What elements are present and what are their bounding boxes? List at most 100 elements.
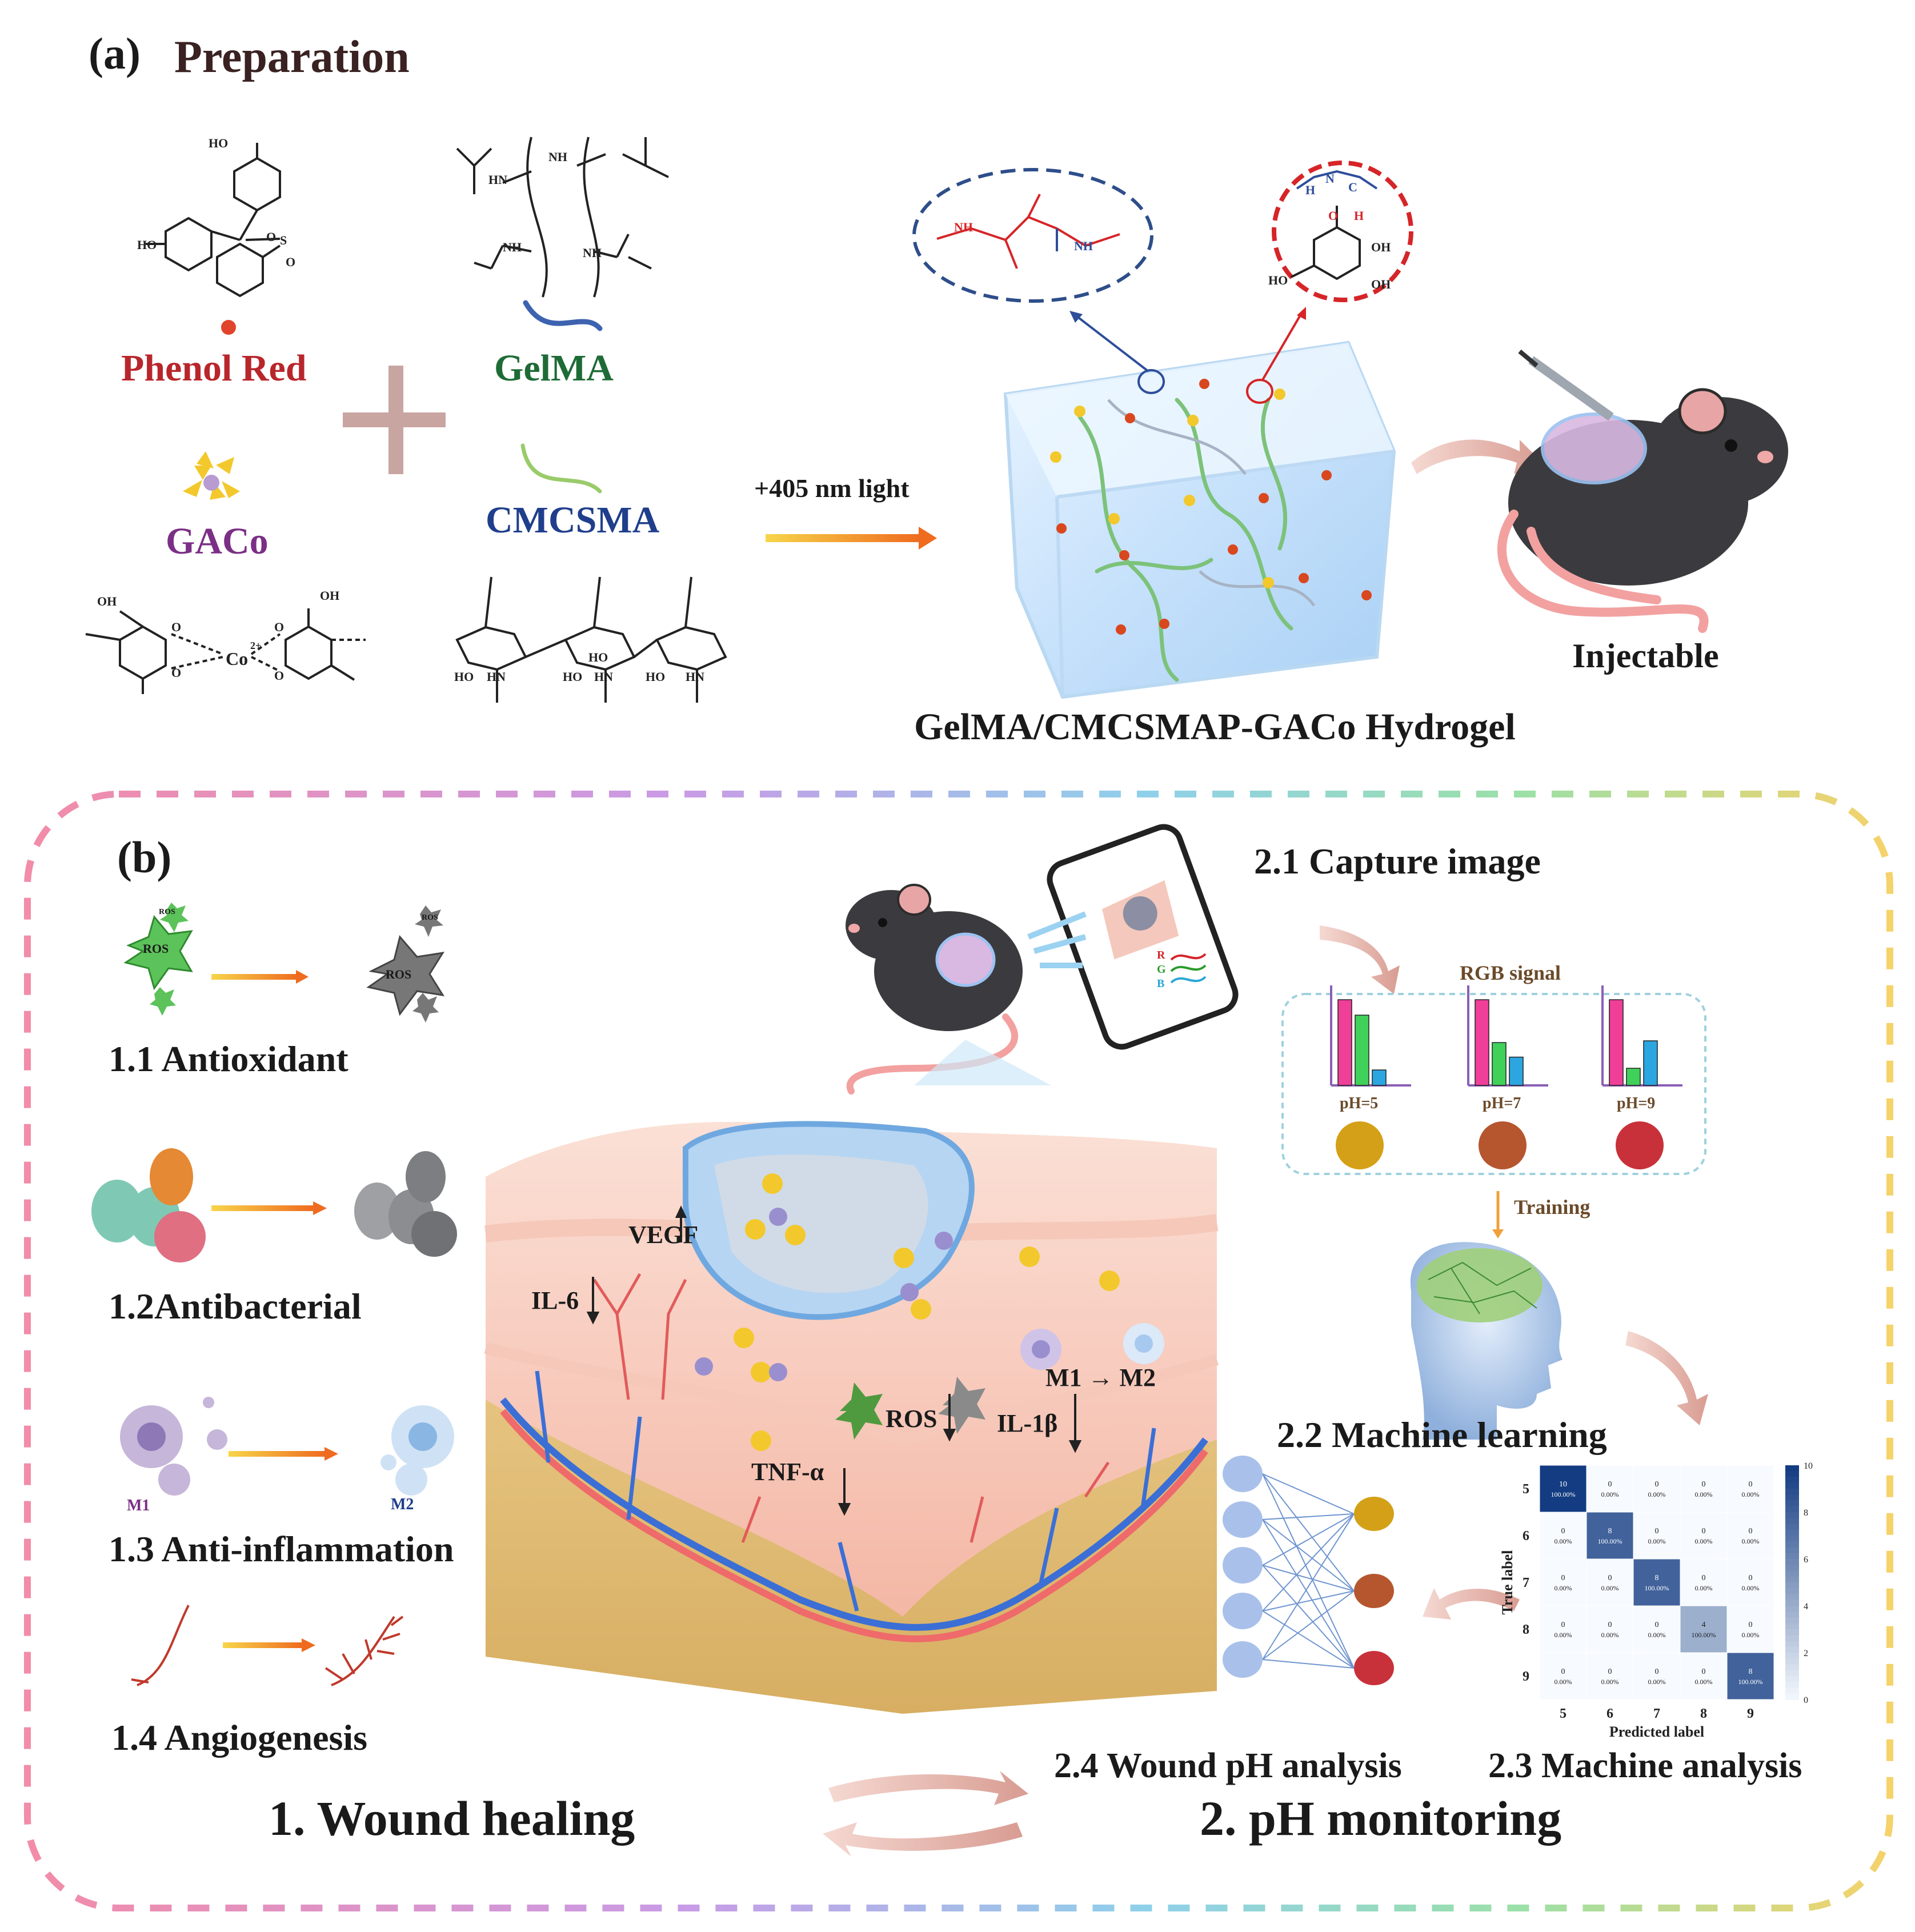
cm-percent: 0.00% [1648,1631,1666,1639]
nn-output-node [1354,1574,1394,1608]
cm-count: 4 [1702,1621,1706,1629]
phone-r: R [1157,949,1165,961]
ph-color-circle [1616,1121,1664,1169]
light-arrow [766,527,937,550]
cm-cell [1633,1605,1681,1653]
ph-color-circle [1336,1121,1384,1169]
cm-count: 0 [1561,1621,1565,1629]
cm-colorbar-segment [1785,1653,1799,1660]
il1b-label: IL-1β [997,1409,1058,1437]
cm-count: 0 [1702,1527,1706,1536]
panel-b-label: (b) [117,832,172,882]
cm-colorbar-segment [1785,1477,1799,1484]
cm-count: 0 [1561,1574,1565,1582]
cm-count: 0 [1608,1574,1612,1582]
cm-colorbar-segment [1785,1529,1799,1536]
rgb-bar-b [1372,1069,1387,1086]
cm-count: 0 [1561,1668,1565,1676]
cm-percent: 0.00% [1695,1490,1713,1498]
cm-cell [1633,1465,1681,1513]
cm-cell [1586,1652,1634,1700]
ph9-label: pH=9 [1617,1095,1656,1112]
cm-cell [1726,1652,1774,1700]
cm-colorbar-segment [1785,1606,1799,1613]
cm-colorbar-segment [1785,1682,1799,1689]
cm-percent: 100.00% [1645,1584,1669,1592]
cm-percent: 0.00% [1742,1490,1760,1498]
chem-label: HN [686,670,704,684]
cm-count: 8 [1749,1668,1753,1676]
cm-colorbar-segment [1785,1494,1799,1501]
cmcsma-label: CMCSMA [486,499,660,541]
cm-xtick: 6 [1606,1706,1613,1721]
nn-edge [1262,1513,1355,1660]
training-label: Training [1514,1196,1591,1218]
cm-count: 0 [1655,1668,1659,1676]
cm-colorbar-segment [1785,1582,1799,1589]
chem-label: NH [954,220,973,234]
cm-colorbar-segment [1785,1506,1799,1513]
nn-output-node [1354,1497,1394,1531]
cm-cell [1680,1465,1728,1513]
ros-text-grey: ROS [386,967,412,981]
cm-percent: 0.00% [1555,1631,1572,1639]
chem-label: HO [588,650,608,664]
cm-count: 0 [1749,1574,1753,1582]
chem-label: NH [583,246,602,260]
tnfa-label: TNF-α [751,1458,824,1486]
cm-cell [1680,1605,1728,1653]
il6-label: IL-6 [531,1286,579,1314]
nn-input-node [1223,1593,1263,1629]
chem-label: HO [646,670,666,684]
rgb-bar-g [1626,1068,1641,1086]
nn-edge [1262,1513,1355,1520]
machine-learning-label: 2.2 Machine learning [1277,1414,1607,1455]
cm-colorbar-segment [1785,1518,1799,1525]
cm-count: 0 [1608,1480,1612,1489]
cm-colorbar-segment [1785,1576,1799,1583]
cm-count: 0 [1608,1668,1612,1676]
rgb-bar-charts [1330,985,1682,1087]
cm-colorbar-segment [1785,1547,1799,1554]
cm-count: 0 [1608,1621,1612,1629]
chem-label: HO [1268,273,1288,287]
cm-xtick: 7 [1653,1706,1660,1721]
cm-percent: 100.00% [1738,1678,1763,1686]
plus-sign [343,366,446,474]
light-label: +405 nm light [754,474,910,503]
wound-healing-label: 1. Wound healing [269,1791,635,1846]
rgb-signal-box [1281,993,1706,1175]
chem-label: H [1305,183,1316,197]
cm-cell [1726,1465,1774,1513]
nn-edge [1262,1473,1355,1669]
chem-label: HN [488,173,507,187]
cm-colorbar-segment [1785,1629,1799,1636]
cm-colorbar-tick: 6 [1804,1555,1808,1565]
antibacterial-icons [91,1148,457,1262]
cm-colorbar-segment [1785,1658,1799,1665]
m1m2-label: M1 → M2 [1045,1364,1156,1392]
gelma-label: GelMA [494,347,614,389]
cm-colorbar-segment [1785,1536,1799,1542]
confusion-matrix: 10100.00%00.00%00.00%00.00%00.00%00.00%8… [1499,1461,1813,1740]
cm-percent: 0.00% [1601,1631,1619,1639]
cm-colorbar-segment [1785,1670,1799,1677]
cm-count: 0 [1702,1480,1706,1489]
chem-label: HN [487,670,506,684]
cm-colorbar-segment [1785,1553,1799,1560]
cm-colorbar-segment [1785,1612,1799,1618]
cm-count: 0 [1749,1480,1753,1489]
nn-input-node [1223,1641,1263,1678]
cm-cell [1539,1512,1587,1560]
cm-percent: 0.00% [1695,1537,1713,1545]
chem-label: O [1328,209,1339,223]
neural-network [1223,1456,1394,1685]
injectable-label: Injectable [1572,637,1719,675]
cm-cell [1726,1512,1774,1560]
hbond-zoom-red [1272,161,1413,302]
machine-analysis-label: 2.3 Machine analysis [1488,1746,1802,1785]
cm-count: 0 [1702,1574,1706,1582]
chem-label: O [171,666,182,680]
